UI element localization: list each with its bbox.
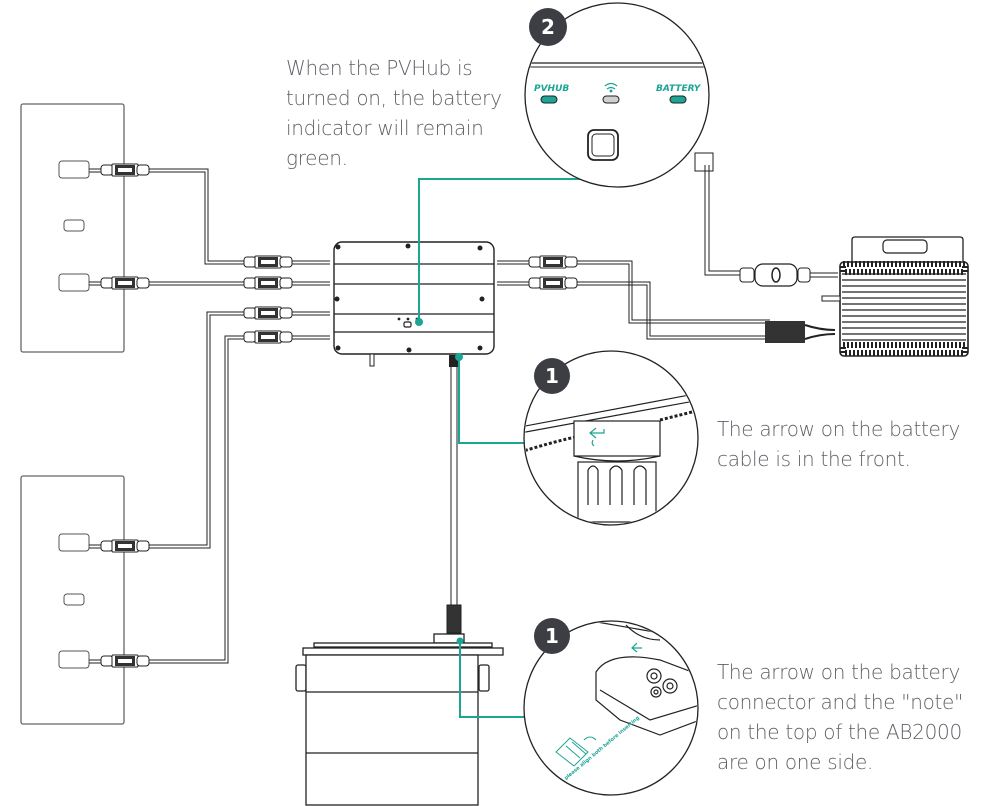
microinverter	[765, 236, 969, 357]
battery-led-label: BATTERY	[656, 84, 702, 94]
solar-panel-top	[20, 103, 125, 353]
note-line: green.	[286, 146, 348, 170]
solar-panel-bottom	[20, 475, 125, 725]
callout-1b-note: The arrow on the battery connector and t…	[717, 657, 963, 777]
pvhub-led-label: PVHUB	[534, 84, 569, 94]
badge-1b	[534, 618, 570, 654]
note-line: indicator will remain	[286, 116, 484, 140]
note-line: The arrow on the battery	[717, 660, 961, 684]
callout-leaders	[418, 178, 612, 718]
badge-1b-label: 1	[545, 624, 559, 648]
callout-1a-magnifier: 1	[523, 350, 699, 526]
pvhub	[333, 241, 495, 367]
badge-2-label: 2	[541, 15, 555, 39]
battery-cable	[446, 367, 462, 634]
note-line: turned on, the battery	[286, 86, 502, 110]
callout-1b-magnifier: please align both before inserting 1	[523, 618, 699, 796]
note-line: connector and the "note"	[717, 690, 963, 714]
badge-1a	[534, 358, 570, 394]
callout-2-magnifier: PVHUB BATTERY 2	[524, 2, 710, 188]
wifi-icon	[604, 82, 618, 93]
leader-1a	[458, 358, 528, 444]
note-print-icon	[555, 736, 597, 767]
battery-ab2000	[295, 633, 504, 806]
mc4-connectors	[100, 163, 578, 668]
note-line: cable is in the front.	[717, 447, 911, 471]
badge-2	[529, 8, 567, 46]
arrow-mark-icon	[589, 427, 605, 447]
callout-2-note: When the PVHub is turned on, the battery…	[286, 53, 502, 173]
badge-1a-label: 1	[545, 364, 559, 388]
note-line: The arrow on the battery	[717, 417, 961, 441]
note-line: are on one side.	[717, 750, 874, 774]
note-line: on the top of the AB2000	[717, 720, 962, 744]
arrow-mark-icon	[631, 642, 642, 653]
note-line: When the PVHub is	[286, 56, 473, 80]
callout-1a-note: The arrow on the battery cable is in the…	[717, 414, 960, 474]
leader-1b	[459, 640, 528, 718]
ac-cable	[694, 152, 838, 287]
leader-2	[418, 178, 612, 322]
